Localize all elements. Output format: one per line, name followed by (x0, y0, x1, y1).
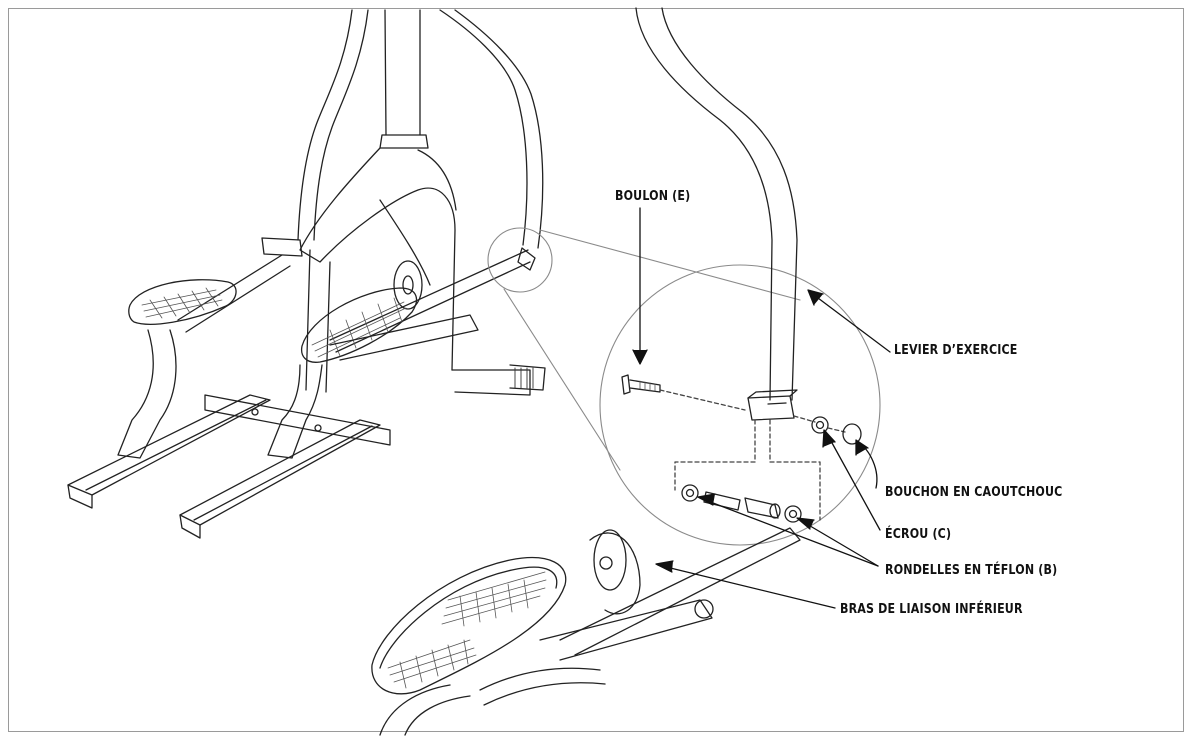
label-levier-exercice: LEVIER D’EXERCICE (894, 342, 1018, 358)
zoom-callout (487, 227, 881, 546)
exercise-lever (635, 7, 798, 421)
label-rondelles-teflon: RONDELLES EN TÉFLON (B) (885, 562, 1058, 578)
diagram-frame (8, 8, 1184, 732)
label-ecrou: ÉCROU (C) (885, 526, 952, 542)
elliptical-machine (67, 9, 546, 539)
label-bouchon-caoutchouc: BOUCHON EN CAOUTCHOUC (885, 484, 1063, 500)
hardware-parts (621, 374, 862, 523)
leader-lines (632, 207, 891, 609)
label-bras-liaison: BRAS DE LIAISON INFÉRIEUR (840, 601, 1023, 617)
lower-link-arm (371, 527, 801, 736)
label-boulon: BOULON (E) (615, 188, 691, 204)
